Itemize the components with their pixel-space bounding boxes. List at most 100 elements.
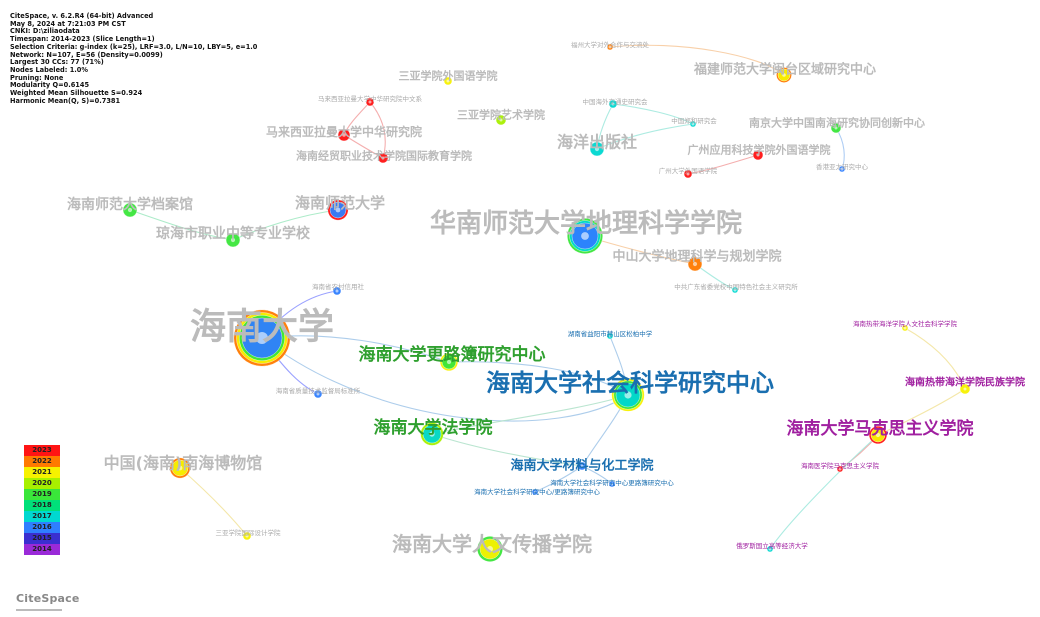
node-hn_econ[interactable] — [377, 152, 389, 164]
node-social_gengkun2[interactable] — [531, 488, 539, 496]
node-core — [533, 490, 537, 494]
node-russia_econ[interactable] — [766, 545, 774, 553]
node-hn_archive[interactable] — [122, 202, 138, 218]
node-core — [691, 122, 695, 126]
legend-year-2023: 2023 — [24, 445, 60, 456]
node-nju_center[interactable] — [830, 122, 842, 134]
node-social_gengkun[interactable] — [608, 480, 616, 488]
label-sanya_design: 三亚学院国际设计学院 — [216, 528, 282, 537]
label-hn_econ: 海南经贸职业技术学院国际教育学院 — [296, 149, 472, 163]
node-malaysia_chinese[interactable] — [337, 128, 351, 142]
node-law[interactable] — [420, 422, 444, 446]
node-qionghai[interactable] — [225, 232, 241, 248]
legend-year-2015: 2015 — [24, 533, 60, 544]
label-sanya_foreign: 三亚学院外国语学院 — [399, 69, 498, 83]
label-gd_applied: 广州应用科技学院外国语学院 — [688, 143, 831, 157]
edge-gd_applied-gz_univ — [687, 154, 759, 175]
info-line: Largest 30 CCs: 77 (71%) — [10, 58, 104, 67]
node-core — [782, 73, 786, 77]
node-sysu_geo[interactable] — [687, 256, 703, 272]
label-social_gengkun2: 海南大学社会科学研究中心/更路簿研究中心 — [474, 487, 600, 496]
node-core — [446, 79, 450, 83]
legend-year-2018: 2018 — [24, 500, 60, 511]
node-sanya_foreign[interactable] — [443, 76, 453, 86]
node-fuzhou_univ[interactable] — [606, 43, 614, 51]
node-core — [838, 467, 842, 471]
node-core — [177, 465, 183, 471]
node-core — [335, 207, 341, 213]
label-museum: 中国(海南)南海博物馆 — [104, 454, 263, 473]
node-hk_research[interactable] — [838, 165, 846, 173]
legend-year-2014: 2014 — [24, 544, 60, 555]
label-hainan_univ: 海南大学 — [190, 306, 334, 348]
edge-hainan_normal-qionghai — [232, 209, 339, 241]
node-gz_univ[interactable] — [683, 169, 693, 179]
node-sanya_art[interactable] — [495, 114, 507, 126]
edge-china_overseas-china_zhenghe — [612, 103, 694, 125]
node-core — [594, 146, 600, 152]
node-core — [608, 45, 612, 49]
node-marx[interactable] — [868, 425, 888, 445]
node-hainan_normal[interactable] — [327, 199, 349, 221]
node-hn_quality[interactable] — [313, 389, 323, 399]
label-fujian_normal: 福建师范大学闽台区域研究中心 — [693, 62, 876, 78]
label-china_overseas: 中国海外交通史研究会 — [583, 97, 649, 106]
info-line: Network: N=107, E=56 (Density=0.0099) — [10, 50, 163, 59]
node-tropical_ethnic[interactable] — [959, 383, 971, 395]
node-fujian_normal[interactable] — [776, 67, 792, 83]
node-core — [692, 261, 698, 267]
info-line: Nodes Labeled: 1.0% — [10, 65, 88, 74]
node-humanities[interactable] — [477, 536, 503, 562]
node-tropical_social[interactable] — [901, 324, 909, 332]
info-line: Selection Criteria: g-index (k=25), LRF=… — [10, 42, 258, 51]
node-core — [581, 232, 589, 240]
node-core — [335, 289, 339, 293]
label-hn_credit: 海南省农村信用社 — [312, 282, 365, 291]
label-humanities: 海南大学人文传播学院 — [392, 532, 592, 556]
edge-law-hainan_social — [431, 394, 629, 435]
node-scnu_geo[interactable] — [567, 218, 603, 254]
node-sanya_design[interactable] — [242, 531, 252, 541]
label-malaysia_chinese: 马来西亚拉曼大学中华研究院 — [266, 124, 422, 139]
node-china_zhenghe[interactable] — [689, 120, 697, 128]
info-line: Harmonic Mean(Q, S)=0.7381 — [10, 96, 121, 105]
node-core — [580, 464, 584, 468]
node-ocean_press[interactable] — [589, 141, 605, 157]
node-hunan[interactable] — [606, 332, 614, 340]
info-line: CNKI: D:\ziliaodata — [10, 27, 80, 36]
node-malaysia_text[interactable] — [365, 97, 375, 107]
node-museum[interactable] — [169, 457, 191, 479]
node-core — [230, 237, 236, 243]
node-core — [245, 534, 249, 538]
node-hn_medical[interactable] — [836, 465, 844, 473]
edge-museum-sanya_design — [179, 467, 248, 537]
node-core — [446, 359, 452, 365]
label-gz_univ: 广州大学外国语学院 — [659, 166, 718, 175]
node-core — [610, 482, 614, 486]
label-sanya_art: 三亚学院艺术学院 — [457, 108, 545, 122]
citespace-logo: CiteSpace — [16, 592, 80, 605]
node-gengkun[interactable] — [439, 352, 459, 372]
label-hk_research: 香港亚太研究中心 — [816, 162, 869, 171]
label-hunan: 湖南省益阳市赫山区松柏中学 — [568, 329, 653, 338]
node-core — [903, 326, 907, 330]
node-gd_party[interactable] — [731, 286, 739, 294]
info-line: Timespan: 2014-2023 (Slice Length=1) — [10, 35, 155, 44]
label-gengkun: 海南大学更路簿研究中心 — [359, 344, 546, 365]
node-core — [429, 431, 435, 437]
node-hainan_social[interactable] — [611, 378, 645, 412]
node-core — [499, 118, 503, 122]
node-china_overseas[interactable] — [608, 99, 618, 109]
node-core — [834, 126, 838, 130]
node-materials[interactable] — [577, 461, 587, 471]
node-core — [316, 392, 320, 396]
info-line: CiteSpace, v. 6.2.R4 (64-bit) Advanced — [10, 12, 154, 20]
edge-ocean_press-china_zhenghe — [596, 123, 694, 150]
node-core — [686, 172, 690, 176]
legend-year-2017: 2017 — [24, 511, 60, 522]
node-hainan_univ[interactable] — [233, 309, 291, 367]
node-hn_credit[interactable] — [332, 286, 342, 296]
label-tropical_ethnic: 海南热带海洋学院民族学院 — [905, 376, 1025, 389]
node-gd_applied[interactable] — [752, 149, 764, 161]
